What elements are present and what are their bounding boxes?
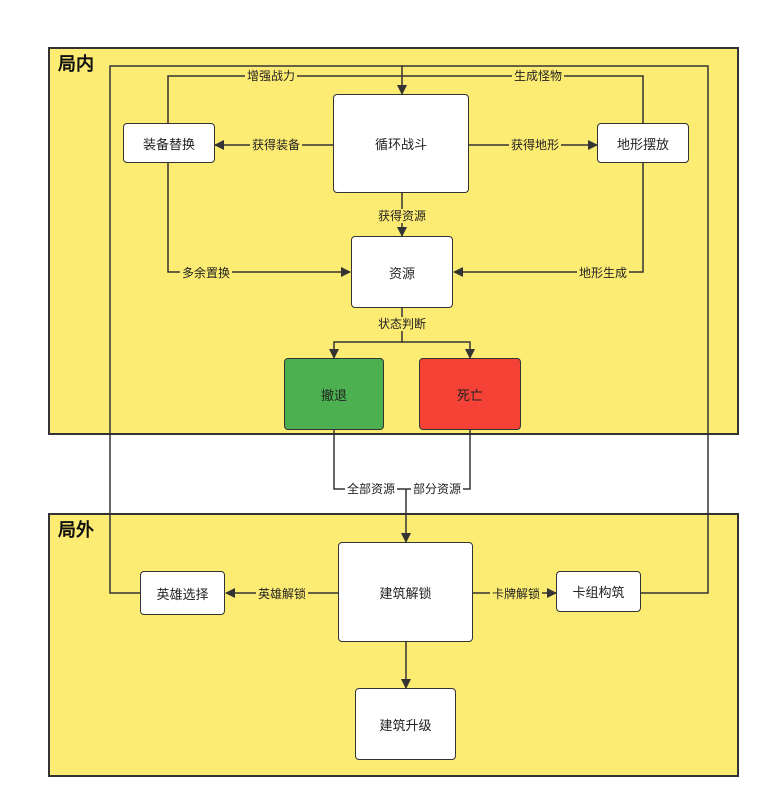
label-get-equipment: 获得装备 — [249, 138, 303, 152]
label-card-unlock: 卡牌解锁 — [489, 587, 543, 601]
node-equip-swap[interactable]: 装备替换 — [123, 123, 215, 163]
outer-region-title: 局外 — [58, 520, 94, 541]
label-part-resources: 部分资源 — [410, 482, 464, 496]
node-death[interactable]: 死亡 — [419, 358, 521, 430]
edge-equip-to-battle — [167, 75, 402, 123]
label-all-resources: 全部资源 — [344, 482, 398, 496]
label-boost-power: 增强战力 — [244, 69, 298, 83]
edge-retreat-to-building — [333, 430, 406, 490]
node-retreat[interactable]: 撤退 — [284, 358, 384, 430]
edge-equip-to-resources — [167, 163, 351, 277]
edge-deck-to-battle — [402, 65, 709, 594]
label-surplus-swap: 多余置换 — [179, 266, 233, 280]
edge-terrain-to-battle — [402, 75, 644, 123]
inner-region-title: 局内 — [58, 54, 94, 75]
label-hero-unlock: 英雄解锁 — [255, 587, 309, 601]
edge-split-to-death — [402, 341, 475, 359]
node-building-unlock[interactable]: 建筑解锁 — [338, 542, 473, 642]
node-terrain-place[interactable]: 地形摆放 — [597, 123, 689, 163]
node-hero-select[interactable]: 英雄选择 — [140, 571, 225, 615]
edge-resources-to-split — [329, 308, 403, 359]
node-resources[interactable]: 资源 — [351, 236, 453, 308]
edge-death-to-building — [406, 430, 471, 490]
label-spawn-monster: 生成怪物 — [511, 69, 565, 83]
node-building-upgrade[interactable]: 建筑升级 — [355, 688, 456, 760]
label-get-resources: 获得资源 — [375, 209, 429, 223]
edge-hero-to-battle — [109, 65, 402, 594]
node-deck-build[interactable]: 卡组构筑 — [556, 571, 641, 612]
label-get-terrain: 获得地形 — [508, 138, 562, 152]
label-status-judge: 状态判断 — [375, 317, 429, 331]
edge-terrain-to-resources — [453, 163, 644, 277]
node-battle-loop[interactable]: 循环战斗 — [333, 94, 469, 193]
label-terrain-generate: 地形生成 — [576, 266, 630, 280]
